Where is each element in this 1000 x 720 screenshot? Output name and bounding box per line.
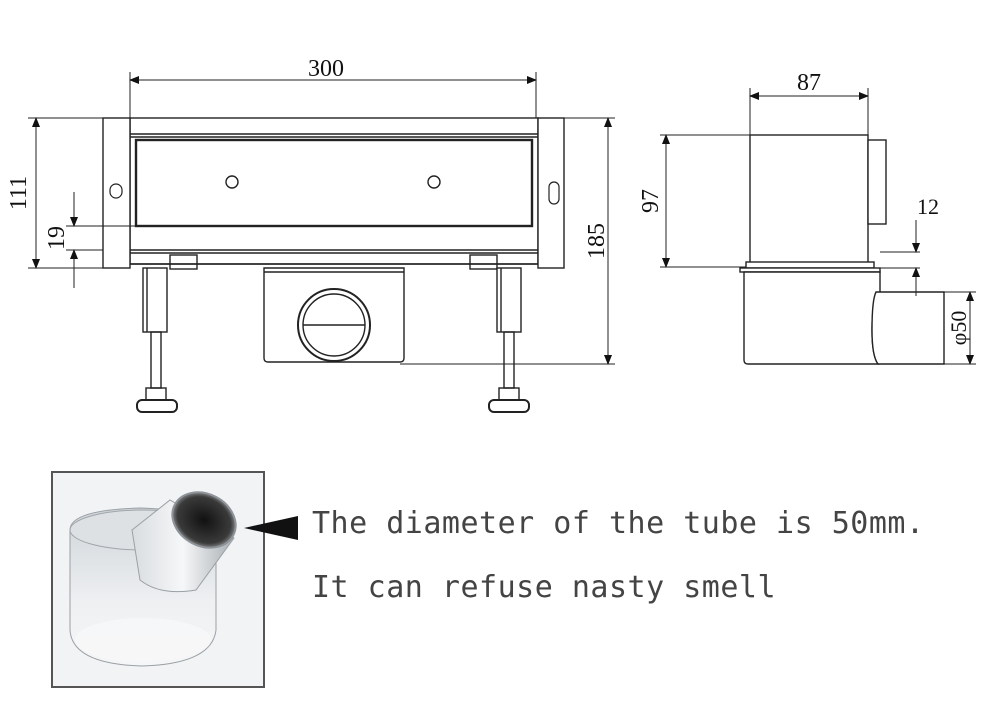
dim-height-97: 97 (638, 189, 664, 213)
screw-hole-right (427, 175, 441, 189)
dim-width-300: 300 (308, 56, 344, 82)
foot-right (488, 399, 530, 413)
foot-left (136, 399, 178, 413)
outlet-pipe (297, 288, 371, 362)
dim-height-185: 185 (584, 223, 610, 259)
outlet-box (263, 267, 405, 363)
side-outlet-pipe (871, 291, 945, 365)
side-housing (749, 134, 869, 268)
tube-opening (171, 491, 237, 549)
dim-diameter-50: φ50 (946, 311, 971, 346)
dim-offset-12: 12 (917, 194, 939, 219)
side-dimensions (660, 88, 976, 365)
dim-height-19: 19 (44, 226, 70, 250)
dim-depth-87: 87 (797, 70, 821, 96)
left-end-cap (102, 117, 131, 269)
caption-tube-diameter: The diameter of the tube is 50mm. (312, 506, 925, 541)
dim-height-111: 111 (6, 176, 32, 210)
front-view (102, 117, 565, 413)
cover-plate (134, 138, 534, 228)
caption-smell: It can refuse nasty smell (312, 570, 777, 605)
screw-hole-left (225, 175, 239, 189)
front-housing (129, 117, 539, 265)
pointer-arrow (244, 516, 298, 540)
side-flange (867, 139, 887, 225)
front-dimensions (28, 72, 615, 365)
tube-photo (51, 471, 265, 688)
side-body (743, 271, 881, 365)
right-end-cap (537, 117, 565, 269)
side-view (739, 134, 945, 365)
